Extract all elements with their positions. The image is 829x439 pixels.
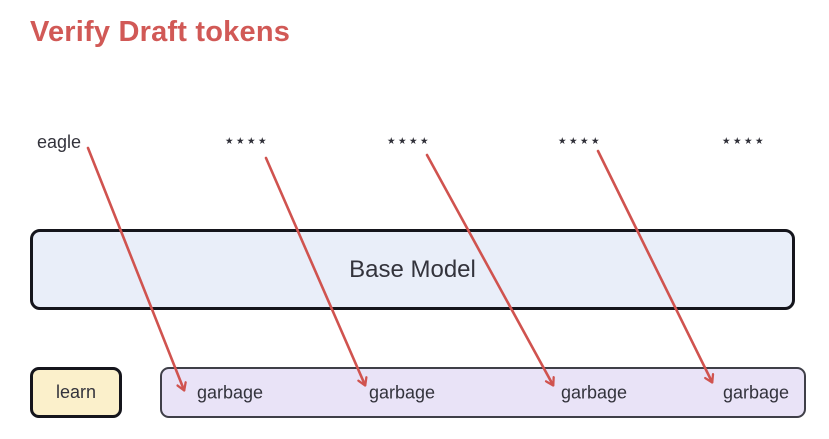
learn-box: learn [30,367,122,418]
page-title: Verify Draft tokens [30,16,291,48]
base-model-label: Base Model [349,255,476,283]
draft-token-masked-1: ★★★★ [224,136,270,147]
garbage-label-1: garbage [197,382,264,402]
learn-label: learn [55,382,97,402]
garbage-label-3: garbage [561,382,628,402]
draft-token-masked-4: ★★★★ [721,136,767,147]
draft-token-masked-2: ★★★★ [386,136,432,147]
garbage-box: garbage garbage garbage garbage [160,367,806,418]
base-model-box: Base Model [30,229,795,310]
garbage-label-2: garbage [369,382,436,402]
garbage-label-4: garbage [723,382,790,402]
draft-token-masked-3: ★★★★ [557,136,603,147]
draft-token-eagle: eagle [37,132,82,152]
